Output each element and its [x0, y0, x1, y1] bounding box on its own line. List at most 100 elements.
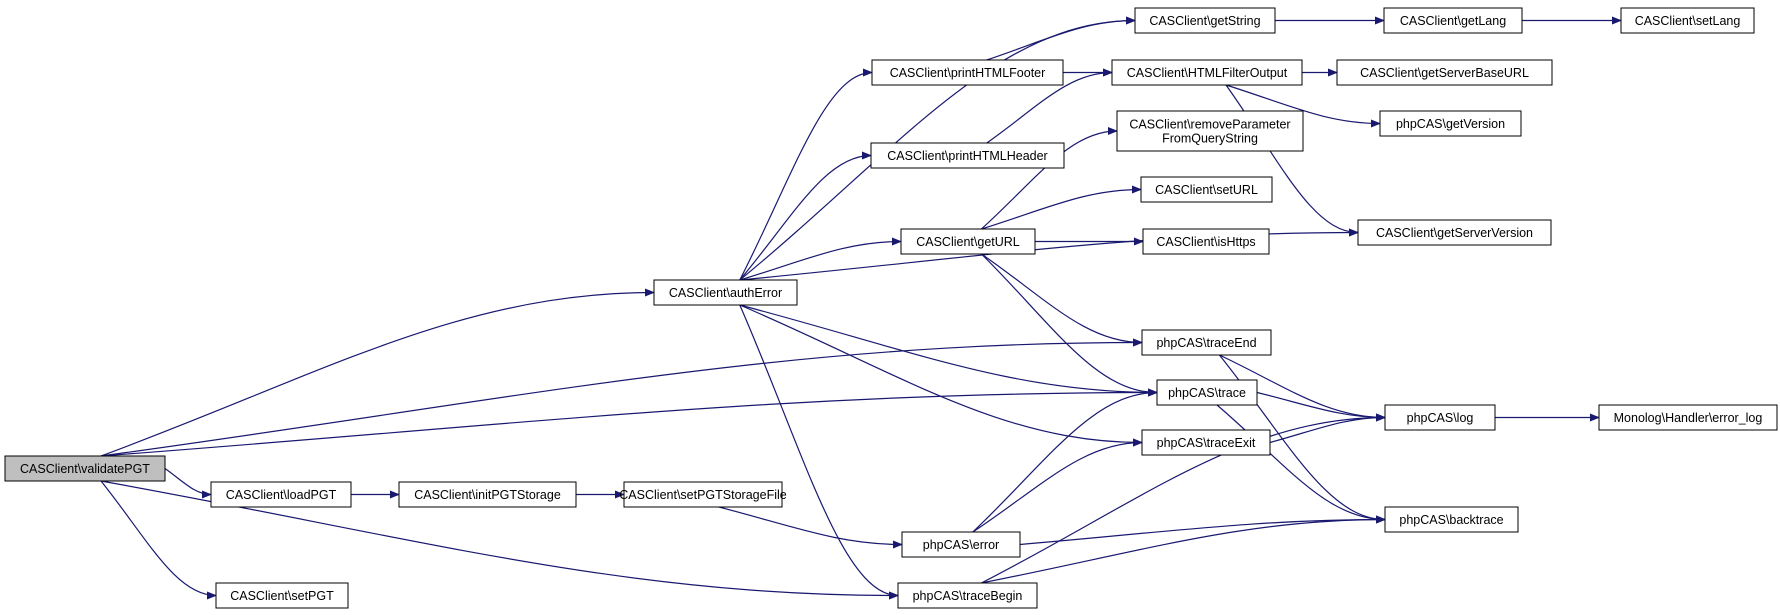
nodes-layer: CASClient\validatePGT CASClient\loadPGT CA…: [4, 7, 1778, 609]
edge-traceBegin-to-log: [981, 413, 1386, 584]
node-getServerVersion[interactable]: CASClient\getServerVersion: [1357, 219, 1552, 246]
node-traceEnd[interactable]: phpCAS\traceEnd: [1141, 329, 1272, 356]
node-box: [1116, 110, 1304, 152]
node-printHTMLHeader[interactable]: CASClient\printHTMLHeader: [870, 142, 1065, 169]
node-label: phpCAS\trace: [1168, 386, 1246, 400]
node-box: [1598, 404, 1778, 431]
node-box: [1336, 59, 1553, 86]
edge-validatePGT-to-authError: [100, 288, 655, 457]
node-label: phpCAS\backtrace: [1399, 513, 1503, 527]
node-trace[interactable]: phpCAS\trace: [1156, 379, 1258, 406]
node-error_log[interactable]: Monolog\Handler\error_log: [1598, 404, 1778, 431]
node-label: phpCAS\traceBegin: [913, 589, 1023, 603]
node-label: CASClient\validatePGT: [20, 462, 150, 476]
node-log[interactable]: phpCAS\log: [1384, 404, 1496, 431]
node-box: [870, 142, 1065, 169]
node-box: [215, 582, 349, 609]
edge-printHTMLFooter-to-getString: [986, 16, 1136, 61]
edge-traceBegin-to-backtrace: [981, 515, 1386, 584]
node-box: [1357, 219, 1552, 246]
node-getString[interactable]: CASClient\getString: [1134, 7, 1276, 34]
edge-error-to-backtrace: [1019, 515, 1386, 546]
node-box: [1134, 7, 1276, 34]
node-label: CASClient\setLang: [1635, 14, 1741, 28]
node-box: [1384, 404, 1496, 431]
node-box: [653, 279, 798, 306]
node-box: [4, 455, 166, 482]
node-box: [900, 228, 1036, 255]
node-box: [623, 481, 783, 508]
node-traceExit[interactable]: phpCAS\traceExit: [1141, 429, 1271, 456]
node-validatePGT[interactable]: CASClient\validatePGT: [4, 455, 166, 482]
node-label: CASClient\getLang: [1400, 14, 1506, 28]
edge-authError-to-traceExit: [739, 304, 1143, 447]
node-label: CASClient\getString: [1149, 14, 1260, 28]
node-initPGTStorage[interactable]: CASClient\initPGTStorage: [398, 481, 577, 508]
node-label: phpCAS\error: [923, 538, 999, 552]
node-box: [1620, 7, 1755, 34]
node-label: CASClient\getServerVersion: [1376, 226, 1533, 240]
node-label: phpCAS\traceEnd: [1156, 336, 1256, 350]
node-getURL[interactable]: CASClient\getURL: [900, 228, 1036, 255]
node-box: [1156, 379, 1258, 406]
node-backtrace[interactable]: phpCAS\backtrace: [1384, 506, 1519, 533]
edge-HTMLFilterOutput-to-getVersion: [1225, 84, 1381, 128]
edge-trace-to-log: [1256, 391, 1386, 422]
node-box: [1379, 110, 1522, 137]
node-label: CASClient\setURL: [1155, 183, 1258, 197]
edge-authError-to-printHTMLFooter: [739, 68, 873, 281]
node-label: phpCAS\getVersion: [1396, 117, 1505, 131]
node-label: CASClient\HTMLFilterOutput: [1127, 66, 1288, 80]
edge-error-to-traceExit: [972, 438, 1143, 533]
node-box: [1140, 176, 1273, 203]
node-setPGT[interactable]: CASClient\setPGT: [215, 582, 349, 609]
node-HTMLFilterOutput[interactable]: CASClient\HTMLFilterOutput: [1111, 59, 1303, 86]
node-box: [901, 531, 1021, 558]
node-authError[interactable]: CASClient\authError: [653, 279, 798, 306]
edge-validatePGT-to-setPGT: [100, 480, 217, 600]
edge-authError-to-getServerVersion: [739, 228, 1359, 281]
node-setLang[interactable]: CASClient\setLang: [1620, 7, 1755, 34]
node-getLang[interactable]: CASClient\getLang: [1383, 7, 1523, 34]
node-label: Monolog\Handler\error_log: [1614, 411, 1763, 425]
node-getVersion[interactable]: phpCAS\getVersion: [1379, 110, 1522, 137]
node-label: phpCAS\log: [1407, 411, 1474, 425]
node-setPGTStorageFile[interactable]: CASClient\setPGTStorageFile: [619, 481, 787, 508]
node-label: CASClient\setPGTStorageFile: [619, 488, 786, 502]
node-label: CASClient\removeParameter: [1129, 118, 1290, 132]
node-box: [1141, 329, 1272, 356]
node-label: CASClient\printHTMLHeader: [887, 149, 1047, 163]
edge-traceExit-to-log: [1269, 413, 1386, 444]
node-traceBegin[interactable]: phpCAS\traceBegin: [897, 582, 1038, 609]
edge-error-to-trace: [972, 388, 1158, 533]
edge-getURL-to-traceEnd: [981, 253, 1143, 347]
edge-authError-to-printHTMLHeader: [739, 151, 872, 281]
node-label: FromQueryString: [1162, 132, 1258, 146]
node-getServerBaseURL[interactable]: CASClient\getServerBaseURL: [1336, 59, 1553, 86]
edge-printHTMLHeader-to-HTMLFilterOutput: [986, 68, 1113, 144]
node-box: [1141, 429, 1271, 456]
edge-trace-to-backtrace: [1216, 404, 1386, 524]
node-box: [897, 582, 1038, 609]
node-label: CASClient\loadPGT: [226, 488, 337, 502]
node-label: CASClient\getServerBaseURL: [1360, 66, 1529, 80]
node-printHTMLFooter[interactable]: CASClient\printHTMLFooter: [871, 59, 1064, 86]
node-box: [1384, 506, 1519, 533]
node-setURL[interactable]: CASClient\setURL: [1140, 176, 1273, 203]
node-error[interactable]: phpCAS\error: [901, 531, 1021, 558]
edge-authError-to-trace: [739, 304, 1158, 397]
edge-getURL-to-trace: [980, 253, 1158, 397]
node-label: CASClient\isHttps: [1156, 235, 1255, 249]
node-box: [398, 481, 577, 508]
edge-validatePGT-to-loadPGT: [164, 468, 212, 499]
node-box: [1142, 228, 1270, 255]
node-isHttps[interactable]: CASClient\isHttps: [1142, 228, 1270, 255]
edge-setPGTStorageFile-to-error: [718, 506, 903, 549]
node-loadPGT[interactable]: CASClient\loadPGT: [210, 481, 352, 508]
node-box: [1383, 7, 1523, 34]
edge-authError-to-getURL: [739, 237, 902, 281]
node-label: phpCAS\traceExit: [1157, 436, 1256, 450]
node-box: [1111, 59, 1303, 86]
